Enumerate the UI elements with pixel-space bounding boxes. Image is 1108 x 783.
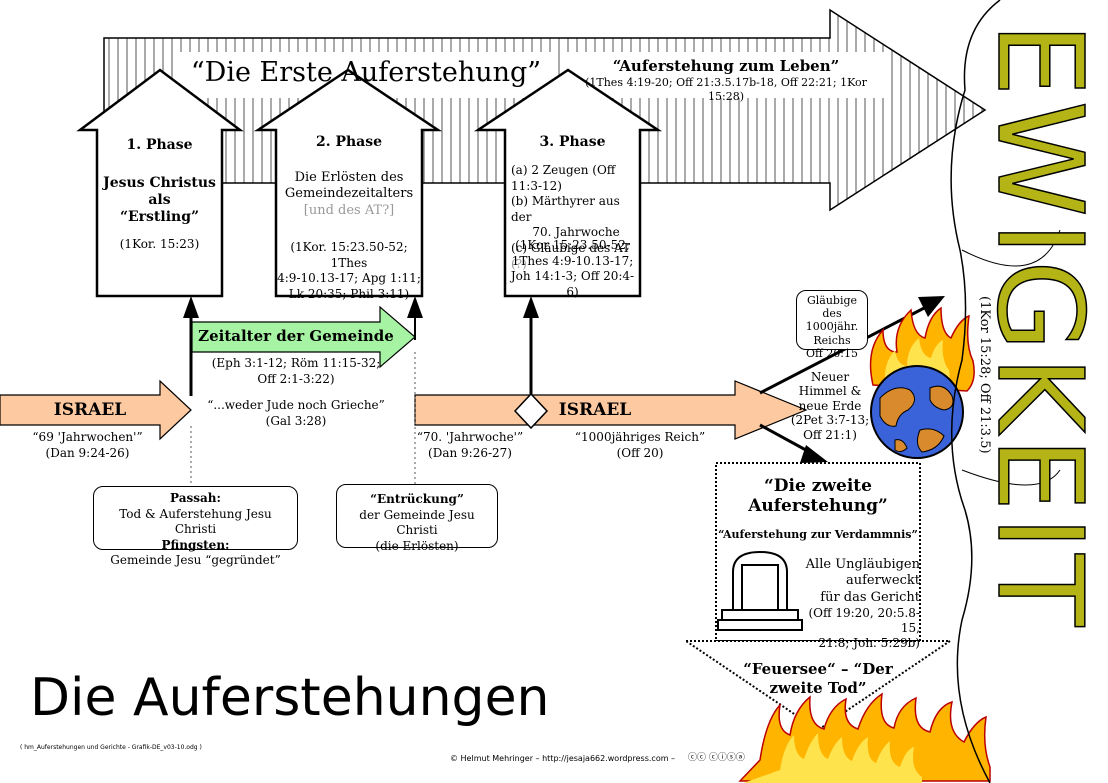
- burning-earth-icon: [869, 306, 975, 459]
- gemeinde-label: Zeitalter der Gemeinde: [198, 327, 394, 345]
- phase3-arrow: [473, 68, 663, 298]
- creative-commons-icon: ⓒⓒ ⓒⓘⓢⓐ: [688, 753, 745, 763]
- passah-box: Passah: Tod & Auferstehung Jesu Christi …: [93, 486, 298, 567]
- israel-arrow-1: [0, 379, 192, 441]
- throne-icon: [717, 550, 803, 631]
- phase1-ref: (1Kor. 15:23): [119, 237, 200, 251]
- ewigkeit-ref: (1Kor 15:28; Off 21:3.5): [977, 296, 992, 454]
- phase2-arrow: [253, 68, 443, 298]
- entrueckung-box: “Entrückung” der Gemeinde Jesu Christi (…: [336, 484, 498, 553]
- diamond-marker: [513, 392, 549, 430]
- israel2-reich: “1000jähriges Reich”(Off 20): [574, 430, 706, 460]
- down-diagonal-arrowhead: [800, 445, 828, 463]
- israel2-label: ISRAEL: [558, 400, 632, 420]
- up-diagonal-arrowhead: [918, 296, 945, 317]
- ewigkeit-label: EWIGKEIT: [970, 21, 1108, 631]
- phase1-pointer: [183, 296, 199, 318]
- first-resurrection-title: “Die Erste Auferstehung”: [190, 57, 542, 88]
- feuersee-arrow: [682, 640, 954, 732]
- phase2-pointer: [407, 296, 423, 318]
- gemeinde-arrow: [191, 305, 416, 369]
- phase2-title: 2. Phase: [315, 134, 383, 150]
- israel1-text: “69 'Jahrwochen'”(Dan 9:24-26): [32, 430, 143, 460]
- phase1-title: 1. Phase: [126, 137, 193, 153]
- fire-bottom: [738, 692, 991, 783]
- main-title: Die Auferstehungen: [30, 668, 550, 728]
- gemeinde-refs: (Eph 3:1-12; Röm 11:15-32;Off 2:1-3:22): [211, 356, 381, 386]
- phase3-refs: (1Kor 15:23.50-52;1Thes 4:9-10.13-17;Joh…: [510, 238, 635, 299]
- second-resurrection-sub: “Auferstehung zur Verdammnis”: [718, 528, 918, 541]
- phase3-pointer: [523, 296, 539, 318]
- israel-arrow-2: [414, 380, 808, 440]
- israel1-label: ISRAEL: [53, 400, 127, 420]
- phase3-list: (a) 2 Zeugen (Off 11:3-12) (b) Märthyrer…: [511, 163, 631, 271]
- israel2-week: “70. 'Jahrwoche'”(Dan 9:26-27): [416, 430, 524, 460]
- footer-center: © Helmut Mehringer – http://jesaja662.wo…: [450, 754, 676, 763]
- auferstehung-leben-title: “Auferstehung zum Leben”: [612, 57, 840, 75]
- footer-left: ( hm_Auferstehungen und Gerichte - Grafi…: [20, 744, 202, 751]
- auferstehung-leben-refs: (1Thes 4:19-20; Off 21:3.5.17b-18, Off 2…: [585, 76, 867, 103]
- phase1-arrow: [76, 68, 244, 298]
- gemeinde-quote: “...weder Jude noch Grieche”(Gal 3:28): [207, 398, 385, 428]
- phase3-title: 3. Phase: [539, 134, 606, 150]
- auferstehung-leben-box: [567, 52, 885, 98]
- ewigkeit-border: [950, 0, 1001, 783]
